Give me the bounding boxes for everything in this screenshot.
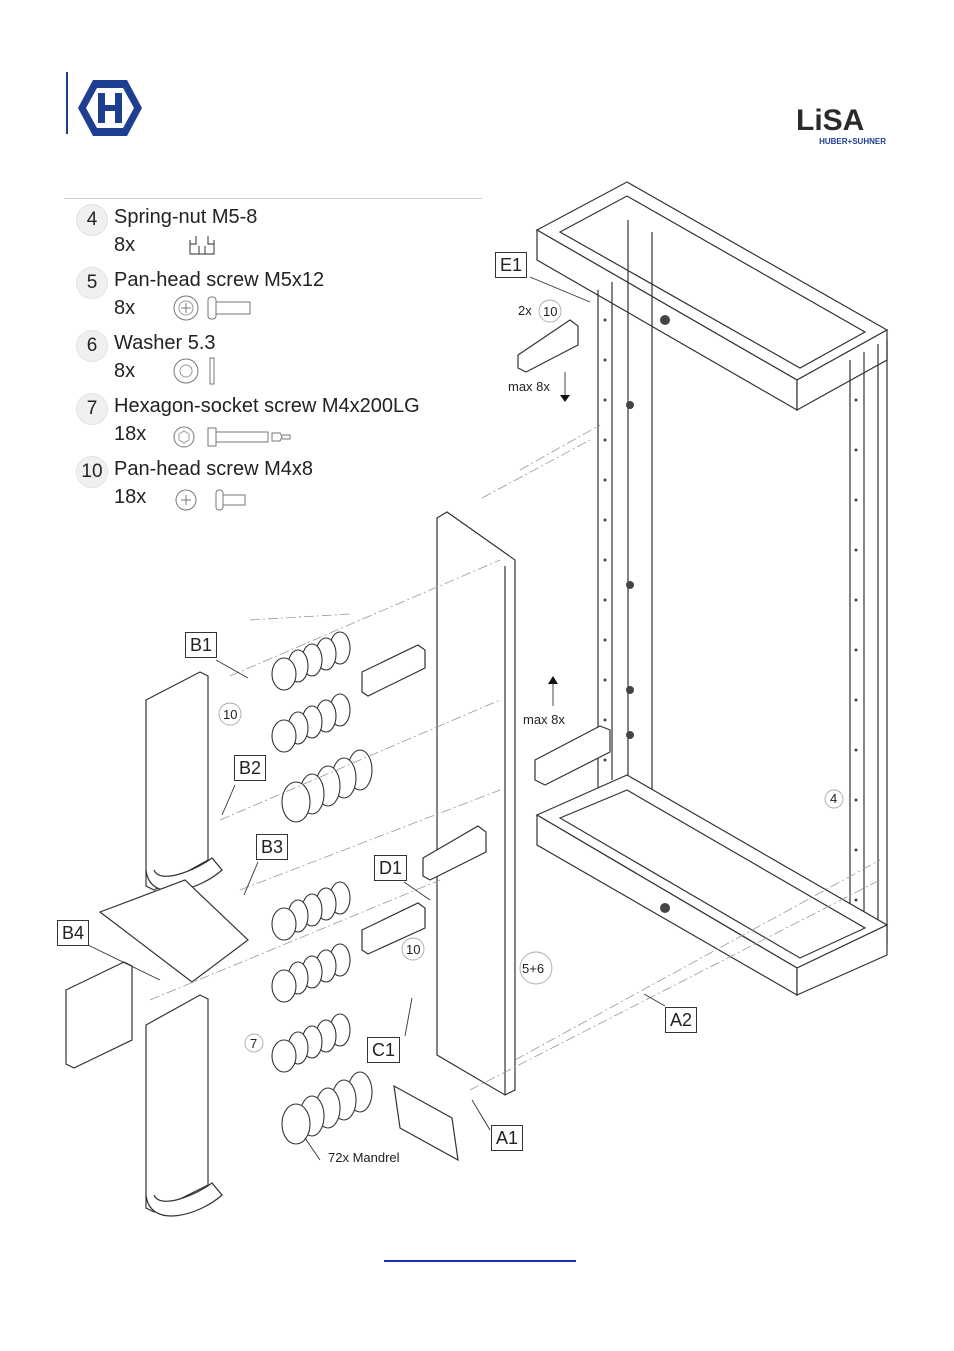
footer-link-underline[interactable] bbox=[384, 1260, 576, 1262]
part-item: 10 Pan-head screw M4x8 18x bbox=[70, 454, 490, 514]
part-item: 5 Pan-head screw M5x12 8x bbox=[70, 265, 490, 325]
ref-number: 10 bbox=[406, 942, 421, 957]
ref-number: 5+6 bbox=[522, 961, 545, 976]
part-qty: 8x bbox=[114, 297, 136, 319]
ref-number: 10 bbox=[223, 707, 238, 722]
annotation-mandrel: 72x Mandrel bbox=[328, 1150, 400, 1165]
ref-number: 4 bbox=[830, 791, 838, 806]
label-b2: B2 bbox=[234, 755, 267, 781]
part-qty: 18x bbox=[114, 486, 147, 508]
part-number: 4 bbox=[76, 204, 108, 236]
part-number: 5 bbox=[76, 267, 108, 299]
label-e1: E1 bbox=[495, 252, 528, 278]
pan-head-screw-icon bbox=[172, 293, 254, 328]
annotation-max: max 8x bbox=[508, 379, 550, 394]
label-b3: B3 bbox=[256, 834, 289, 860]
divider bbox=[64, 198, 482, 199]
pan-head-screw-small-icon bbox=[174, 488, 254, 517]
lisa-logo-subtext: HUBER+SUHNER bbox=[819, 137, 886, 146]
part-number: 6 bbox=[76, 330, 108, 362]
part-name: Washer 5.3 bbox=[114, 332, 216, 354]
part-name: Pan-head screw M5x12 bbox=[114, 269, 325, 291]
part-qty: 8x bbox=[114, 234, 136, 256]
part-number: 10 bbox=[76, 456, 108, 488]
header-accent-line bbox=[66, 72, 68, 134]
part-name: Pan-head screw M4x8 bbox=[114, 458, 313, 480]
washer-icon bbox=[172, 356, 222, 391]
ref-number: 7 bbox=[250, 1036, 258, 1051]
label-a1: A1 bbox=[491, 1125, 524, 1151]
ref-number: 10 bbox=[543, 304, 558, 319]
annotation-max: max 8x bbox=[523, 712, 565, 727]
spring-nut-icon bbox=[186, 234, 218, 263]
label-b1: B1 bbox=[185, 632, 218, 658]
annotation-qty: 2x bbox=[518, 303, 532, 318]
part-qty: 18x bbox=[114, 423, 147, 445]
part-qty: 8x bbox=[114, 360, 136, 382]
part-item: 7 Hexagon-socket screw M4x200LG 18x bbox=[70, 391, 490, 451]
label-b4: B4 bbox=[57, 920, 90, 946]
part-name: Spring-nut M5-8 bbox=[114, 206, 258, 228]
label-d1: D1 bbox=[374, 855, 408, 881]
label-c1: C1 bbox=[367, 1037, 401, 1063]
lisa-logo-text: LiSA bbox=[796, 104, 865, 137]
part-name: Hexagon-socket screw M4x200LG bbox=[114, 395, 420, 417]
label-a2: A2 bbox=[665, 1007, 698, 1033]
part-item: 6 Washer 5.3 8x bbox=[70, 328, 490, 388]
hs-logo bbox=[76, 78, 144, 138]
part-item: 4 Spring-nut M5-8 8x bbox=[70, 202, 490, 262]
lisa-logo: LiSA HUBER+SUHNER bbox=[796, 106, 886, 152]
hex-socket-screw-icon bbox=[172, 425, 296, 454]
part-number: 7 bbox=[76, 393, 108, 425]
